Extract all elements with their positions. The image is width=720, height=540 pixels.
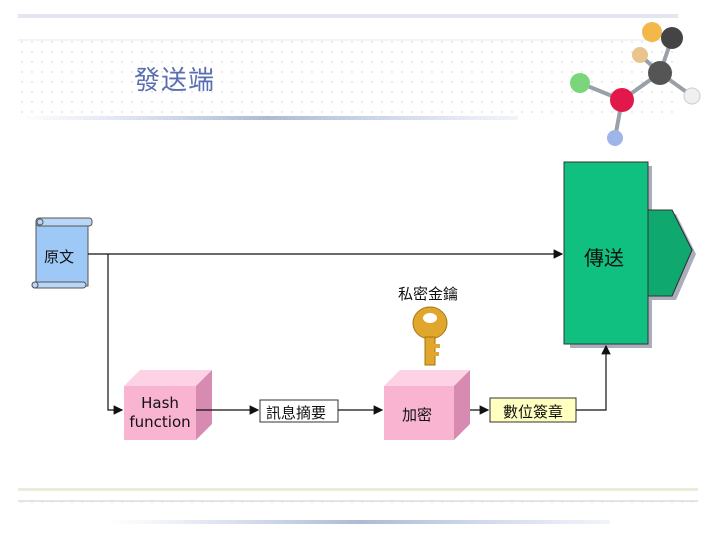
hash-function-line1: Hash <box>141 394 179 412</box>
signature-box <box>489 397 577 423</box>
key-label: 私密金鑰 <box>398 285 459 303</box>
hash-function-line2: function <box>129 413 191 431</box>
connectors <box>88 249 611 415</box>
encrypt-box <box>384 370 470 440</box>
hash-function-box <box>124 370 212 440</box>
slide-title: 發送端 <box>134 66 216 96</box>
digest-label: 訊息摘要 <box>266 404 327 422</box>
hash-function-label: Hash function <box>124 394 196 432</box>
source-document-scroll <box>31 217 93 289</box>
signature-label: 數位簽章 <box>503 403 564 421</box>
encrypt-label: 加密 <box>402 406 433 424</box>
digest-box <box>259 399 339 423</box>
molecule-icon <box>570 22 701 146</box>
send-label: 傳送 <box>584 246 624 270</box>
footer-decoration <box>18 488 698 524</box>
source-label: 原文 <box>44 248 75 266</box>
header-decoration <box>18 14 680 120</box>
send-block <box>563 161 696 348</box>
key-icon <box>412 306 448 366</box>
